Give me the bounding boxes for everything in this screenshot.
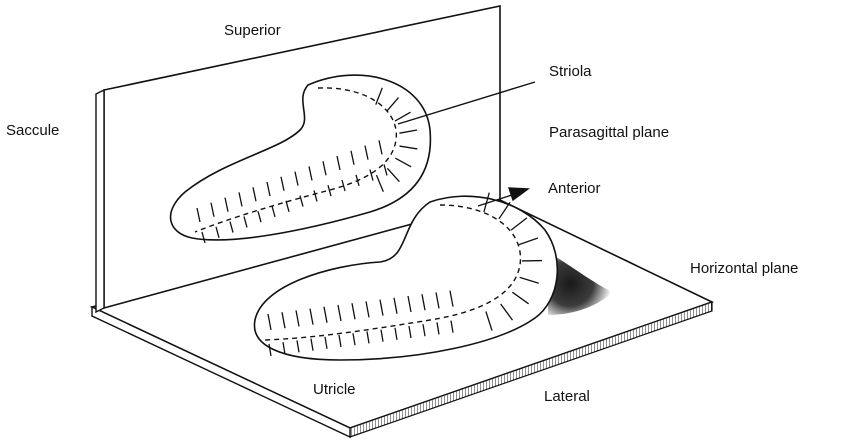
label-parasagittal-plane: Parasagittal plane <box>549 124 669 142</box>
label-striola: Striola <box>549 63 592 81</box>
label-superior: Superior <box>224 22 281 40</box>
label-utricle: Utricle <box>313 381 356 399</box>
label-anterior: Anterior <box>548 180 601 198</box>
anterior-arrow-head <box>509 188 528 200</box>
label-lateral: Lateral <box>544 388 590 406</box>
label-saccule: Saccule <box>6 122 59 140</box>
label-horizontal-plane: Horizontal plane <box>690 260 798 278</box>
